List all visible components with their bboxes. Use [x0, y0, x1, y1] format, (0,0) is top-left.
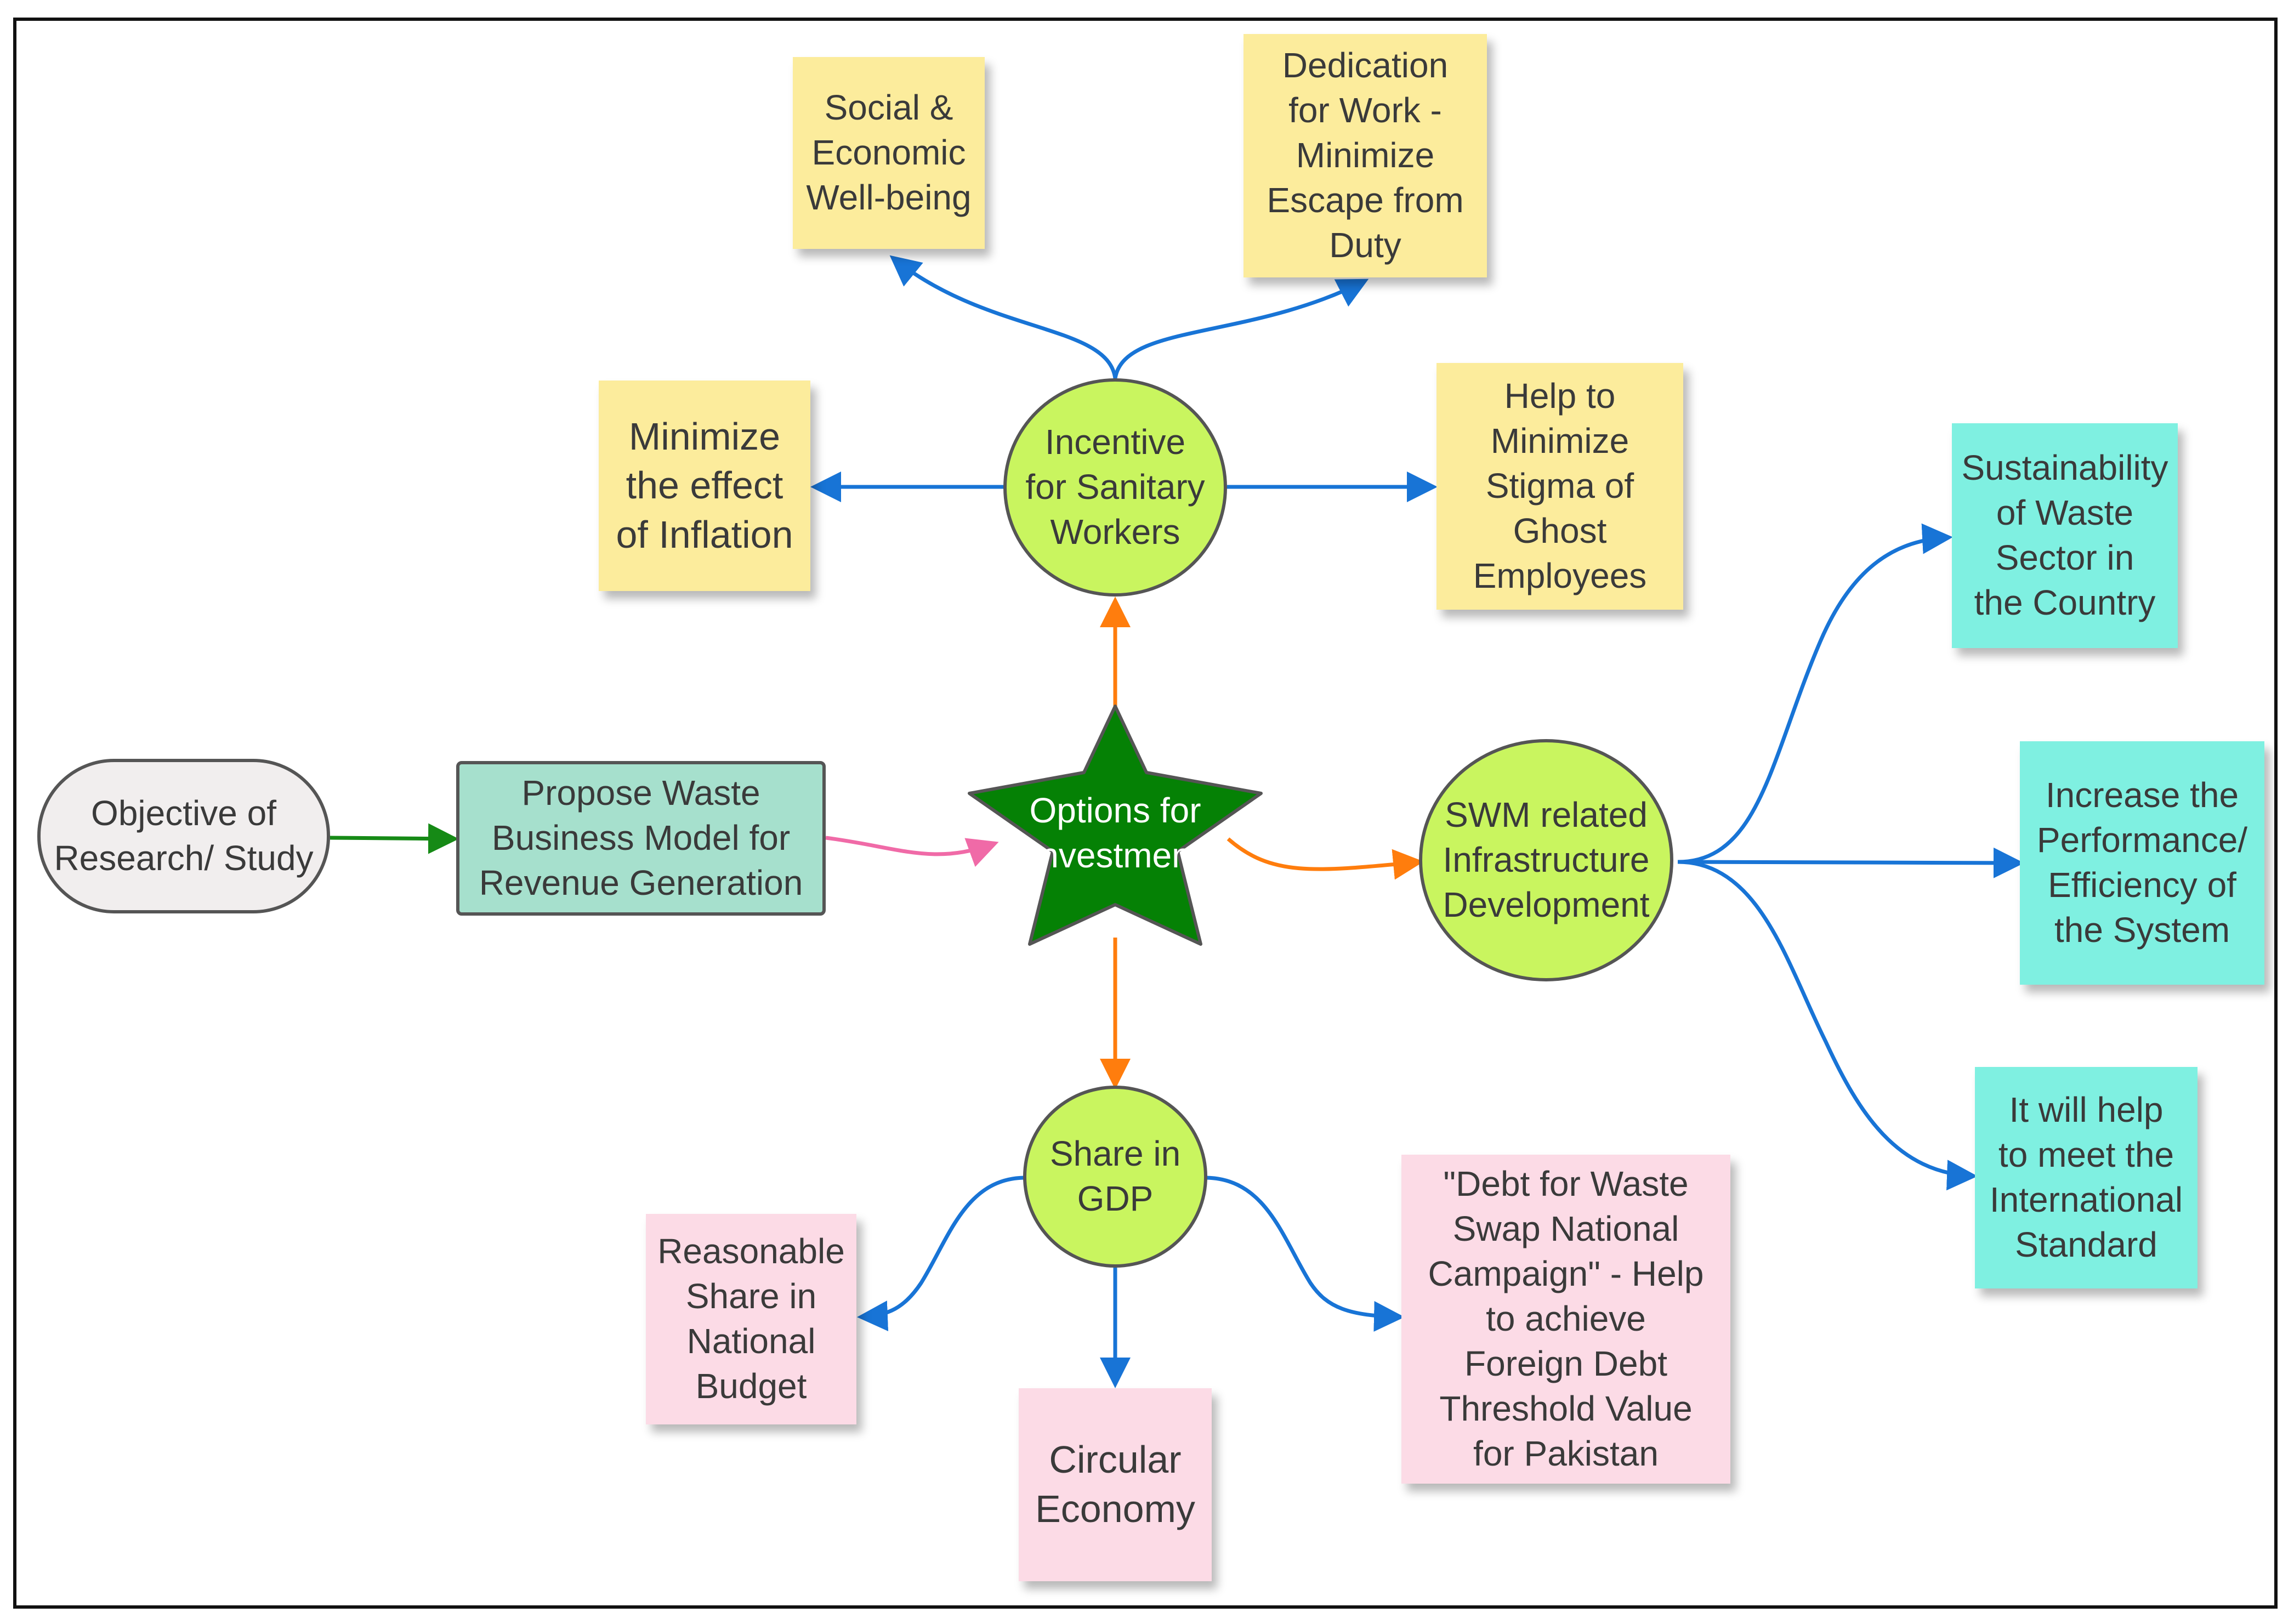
sustainability-note: Sustainability of Waste Sector in the Co… [1952, 423, 2178, 648]
inflation-label: Minimize the effect of Inflation [616, 414, 793, 556]
incentive-label: Incentive for Sanitary Workers [1025, 422, 1205, 552]
performance-label: Increase the Performance/ Efficiency of … [2036, 775, 2248, 950]
dedication-note: Dedication for Work - Minimize Escape fr… [1243, 34, 1487, 277]
dedication-label: Dedication for Work - Minimize Escape fr… [1267, 46, 1464, 265]
swm-infrastructure-label: SWM related Infrastructure Development [1443, 795, 1650, 924]
objective-label: Objective of Research/ Study [54, 793, 314, 878]
connector-objective-to-propose [330, 823, 459, 854]
connector-incentive-to-social [889, 255, 1117, 379]
national-budget-label: Reasonable Share in National Budget [657, 1231, 845, 1406]
options-star-shape [968, 705, 1263, 946]
debt-for-waste-label: "Debt for Waste Swap National Campaign" … [1428, 1164, 1704, 1473]
international-standard-label: It will help to meet the International S… [1989, 1090, 2183, 1264]
connector-swm-to-international [1677, 860, 1978, 1191]
diagram-frame [13, 18, 2278, 1609]
options-for-investment-label: Options for Investment [1029, 791, 1201, 875]
share-in-gdp-label: Share in GDP [1049, 1134, 1181, 1218]
ghost-employees-label: Help to Minimize Stigma of Ghost Employe… [1473, 376, 1647, 595]
connector-incentive-to-dedication [1113, 279, 1369, 379]
social-economic-label: Social & Economic Well-being [806, 88, 972, 217]
propose-model-label: Propose Waste Business Model for Revenue… [479, 773, 803, 902]
objective-node: Objective of Research/ Study [37, 759, 330, 913]
national-budget-note: Reasonable Share in National Budget [646, 1214, 856, 1424]
options-for-investment-node: Options for Investment [998, 779, 1233, 888]
inflation-note: Minimize the effect of Inflation [599, 381, 810, 591]
international-standard-note: It will help to meet the International S… [1975, 1067, 2198, 1288]
debt-for-waste-note: "Debt for Waste Swap National Campaign" … [1401, 1155, 1730, 1484]
performance-note: Increase the Performance/ Efficiency of … [2020, 741, 2264, 985]
connector-gdp-to-debt [1206, 1176, 1405, 1332]
social-economic-note: Social & Economic Well-being [793, 57, 985, 249]
swm-infrastructure-node: SWM related Infrastructure Development [1419, 739, 1673, 981]
connector-swm-to-performance [1677, 847, 2024, 878]
sustainability-label: Sustainability of Waste Sector in the Co… [1961, 448, 2168, 622]
connector-options-to-swm [1227, 837, 1424, 880]
connector-propose-to-options [825, 836, 999, 867]
circular-economy-label: Circular Economy [1035, 1438, 1195, 1530]
share-in-gdp-node: Share in GDP [1023, 1086, 1207, 1268]
ghost-employees-note: Help to Minimize Stigma of Ghost Employe… [1436, 363, 1683, 610]
circular-economy-note: Circular Economy [1019, 1388, 1212, 1581]
connector-swm-to-sustainability [1677, 523, 1953, 864]
propose-model-node: Propose Waste Business Model for Revenue… [456, 761, 826, 916]
connector-gdp-to-budget [857, 1176, 1025, 1332]
incentive-node: Incentive for Sanitary Workers [1003, 378, 1227, 597]
